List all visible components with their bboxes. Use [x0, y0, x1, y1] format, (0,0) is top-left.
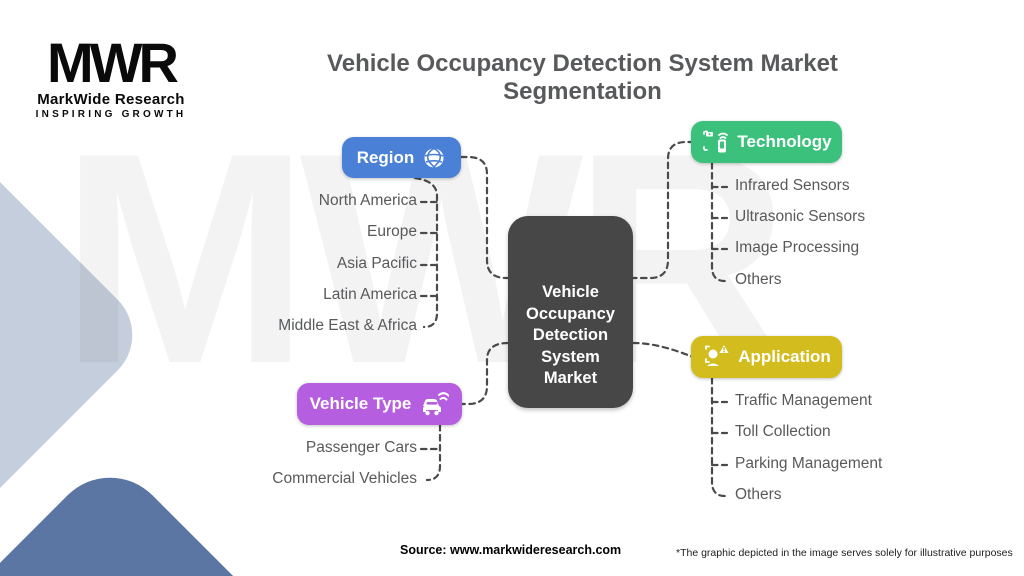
region-item: Europe — [367, 223, 417, 240]
technology-item: Infrared Sensors — [735, 177, 850, 194]
segment-node-vehicle-type: Vehicle Type — [297, 383, 462, 425]
center-line: System — [541, 347, 600, 366]
application-item: Others — [735, 486, 782, 503]
source-text: Source: www.markwideresearch.com — [400, 543, 622, 557]
vehicle-type-item: Passenger Cars — [305, 439, 417, 456]
application-item: Traffic Management — [735, 392, 872, 409]
application-node-label: Application — [738, 347, 831, 366]
traffic-alert-icon — [702, 343, 730, 371]
segment-node-region: Region — [342, 137, 461, 178]
vehicle-type-item: Commercial Vehicles — [272, 470, 417, 487]
region-item: Asia Pacific — [336, 255, 417, 272]
logo-tagline: INSPIRING GROWTH — [35, 109, 187, 121]
page-title: Vehicle Occupancy Detection System Marke… — [327, 50, 838, 105]
center-line: Market — [543, 369, 598, 387]
technology-item: Image Processing — [735, 239, 860, 256]
center-line: Occupancy — [526, 304, 615, 323]
region-node-label: Region — [356, 147, 415, 167]
application-item: Parking Management — [735, 455, 883, 472]
vehicle-type-node-label: Vehicle Type — [309, 394, 412, 413]
region-item: North America — [318, 192, 417, 209]
technology-node-label: Technology — [737, 132, 832, 151]
center-market-node: Vehicle Occupancy Detection System Marke… — [508, 216, 633, 408]
connected-car-icon — [419, 391, 450, 417]
segment-node-technology: Technology — [691, 121, 842, 163]
application-item: Toll Collection — [735, 423, 831, 440]
center-line: Vehicle — [542, 283, 599, 301]
brand-logo: MWR MarkWide Research INSPIRING GROWTH — [28, 31, 194, 121]
region-item: Middle East & Africa — [278, 317, 417, 334]
logo-mwr-mark: MWR — [47, 31, 179, 94]
technology-item: Ultrasonic Sensors — [735, 208, 866, 225]
globe-icon — [422, 146, 446, 170]
region-item: Latin America — [323, 286, 417, 303]
segment-node-application: Application — [691, 336, 842, 378]
center-line: Detection — [532, 326, 609, 344]
disclaimer-text: *The graphic depicted in the image serve… — [676, 547, 1013, 559]
sensor-phone-icon — [701, 128, 729, 156]
logo-brand-name: MarkWide Research — [37, 91, 185, 109]
technology-item: Others — [735, 271, 782, 288]
